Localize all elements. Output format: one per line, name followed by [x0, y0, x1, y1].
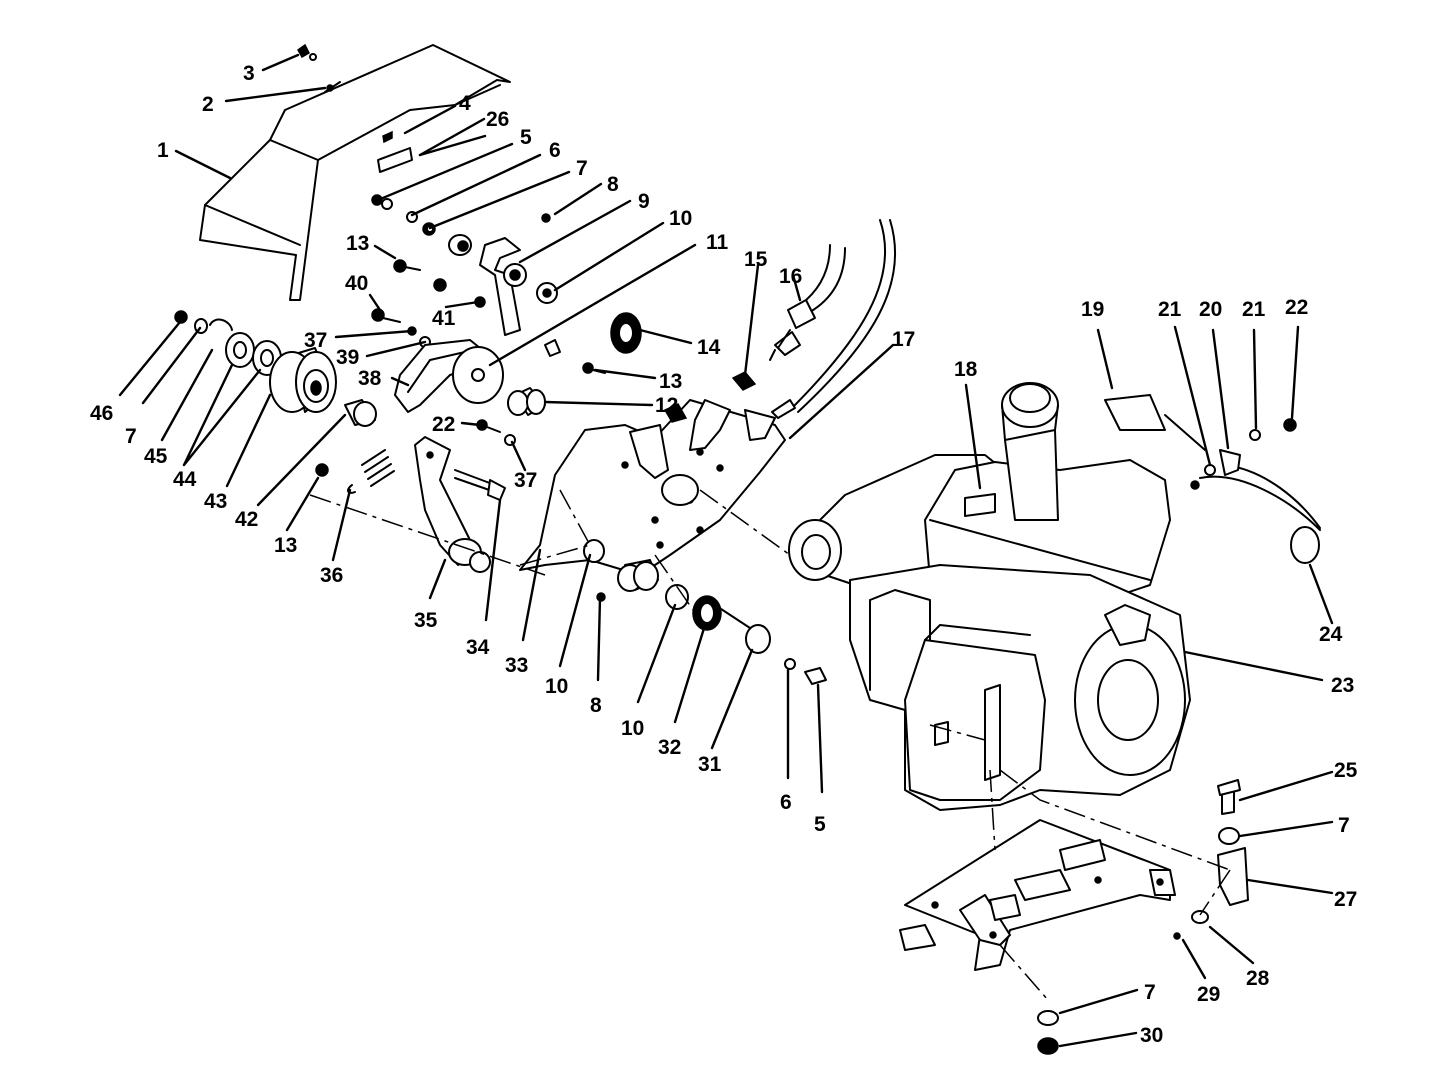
callout-37: 37 — [304, 329, 327, 352]
callout-26: 26 — [486, 108, 509, 131]
leader-lines — [118, 53, 1334, 1048]
callout-40: 40 — [345, 272, 368, 295]
muffler-guard — [1104, 394, 1321, 564]
callout-33: 33 — [505, 654, 528, 677]
callout-39: 39 — [336, 346, 359, 369]
callout-6: 6 — [549, 139, 561, 162]
callout-6: 6 — [780, 791, 792, 814]
callout-46: 46 — [90, 402, 113, 425]
callout-labels: 1 2 3 4 26 5 6 7 8 9 10 11 13 40 41 37 3… — [90, 62, 1358, 1047]
callout-45: 45 — [144, 445, 168, 468]
callout-10: 10 — [669, 207, 692, 230]
callout-13: 13 — [659, 370, 682, 393]
callout-38: 38 — [358, 367, 382, 390]
callout-41: 41 — [432, 307, 456, 330]
callout-42: 42 — [235, 508, 258, 531]
callout-7: 7 — [1338, 814, 1350, 837]
safety-switch — [769, 244, 846, 361]
callout-34: 34 — [466, 636, 490, 659]
mount-plate — [519, 399, 786, 576]
callout-28: 28 — [1246, 967, 1270, 990]
callout-18: 18 — [954, 358, 978, 381]
center-parts — [476, 312, 757, 446]
callout-5: 5 — [814, 813, 826, 836]
callout-37: 37 — [514, 469, 537, 492]
callout-13: 13 — [274, 534, 297, 557]
engine — [788, 382, 1191, 811]
callout-21: 21 — [1158, 298, 1182, 321]
callout-7: 7 — [1144, 981, 1156, 1004]
callout-10: 10 — [621, 717, 644, 740]
callout-8: 8 — [607, 173, 619, 196]
callout-2: 2 — [202, 93, 214, 116]
callout-14: 14 — [697, 336, 721, 359]
callout-17: 17 — [892, 328, 915, 351]
callout-11: 11 — [706, 231, 729, 254]
belt-cover — [199, 44, 511, 301]
control-cable — [771, 219, 897, 419]
callout-29: 29 — [1197, 983, 1220, 1006]
callout-30: 30 — [1140, 1024, 1163, 1047]
callout-22: 22 — [1285, 296, 1308, 319]
callout-1: 1 — [157, 139, 169, 162]
callout-8: 8 — [590, 694, 602, 717]
callout-13: 13 — [346, 232, 369, 255]
lower-drive-parts — [583, 539, 827, 685]
callout-27: 27 — [1334, 888, 1357, 911]
engine-base — [899, 779, 1249, 1055]
callout-4: 4 — [459, 92, 471, 115]
callout-19: 19 — [1081, 298, 1104, 321]
callout-24: 24 — [1319, 623, 1343, 646]
callout-23: 23 — [1331, 674, 1354, 697]
callout-36: 36 — [320, 564, 343, 587]
upper-bracket-parts — [371, 194, 558, 348]
callout-7: 7 — [576, 157, 588, 180]
callout-22: 22 — [432, 413, 455, 436]
spring — [315, 449, 395, 494]
callout-32: 32 — [658, 736, 681, 759]
callout-10: 10 — [545, 675, 568, 698]
callout-12: 12 — [655, 394, 678, 417]
callout-44: 44 — [173, 468, 197, 491]
callout-3: 3 — [243, 62, 255, 85]
callout-5: 5 — [520, 126, 532, 149]
drive-belt — [394, 339, 504, 413]
callout-25: 25 — [1334, 759, 1358, 782]
callout-9: 9 — [638, 190, 650, 213]
idler-arm — [414, 436, 506, 573]
callout-35: 35 — [414, 609, 438, 632]
callout-15: 15 — [744, 248, 768, 271]
cover-screw — [297, 43, 341, 93]
left-pulley-stack — [174, 310, 377, 427]
callout-43: 43 — [204, 490, 227, 513]
centerlines — [309, 489, 1231, 1001]
callout-31: 31 — [698, 753, 722, 776]
callout-20: 20 — [1199, 298, 1222, 321]
callout-21: 21 — [1242, 298, 1266, 321]
callout-16: 16 — [779, 265, 802, 288]
callout-7: 7 — [125, 425, 137, 448]
